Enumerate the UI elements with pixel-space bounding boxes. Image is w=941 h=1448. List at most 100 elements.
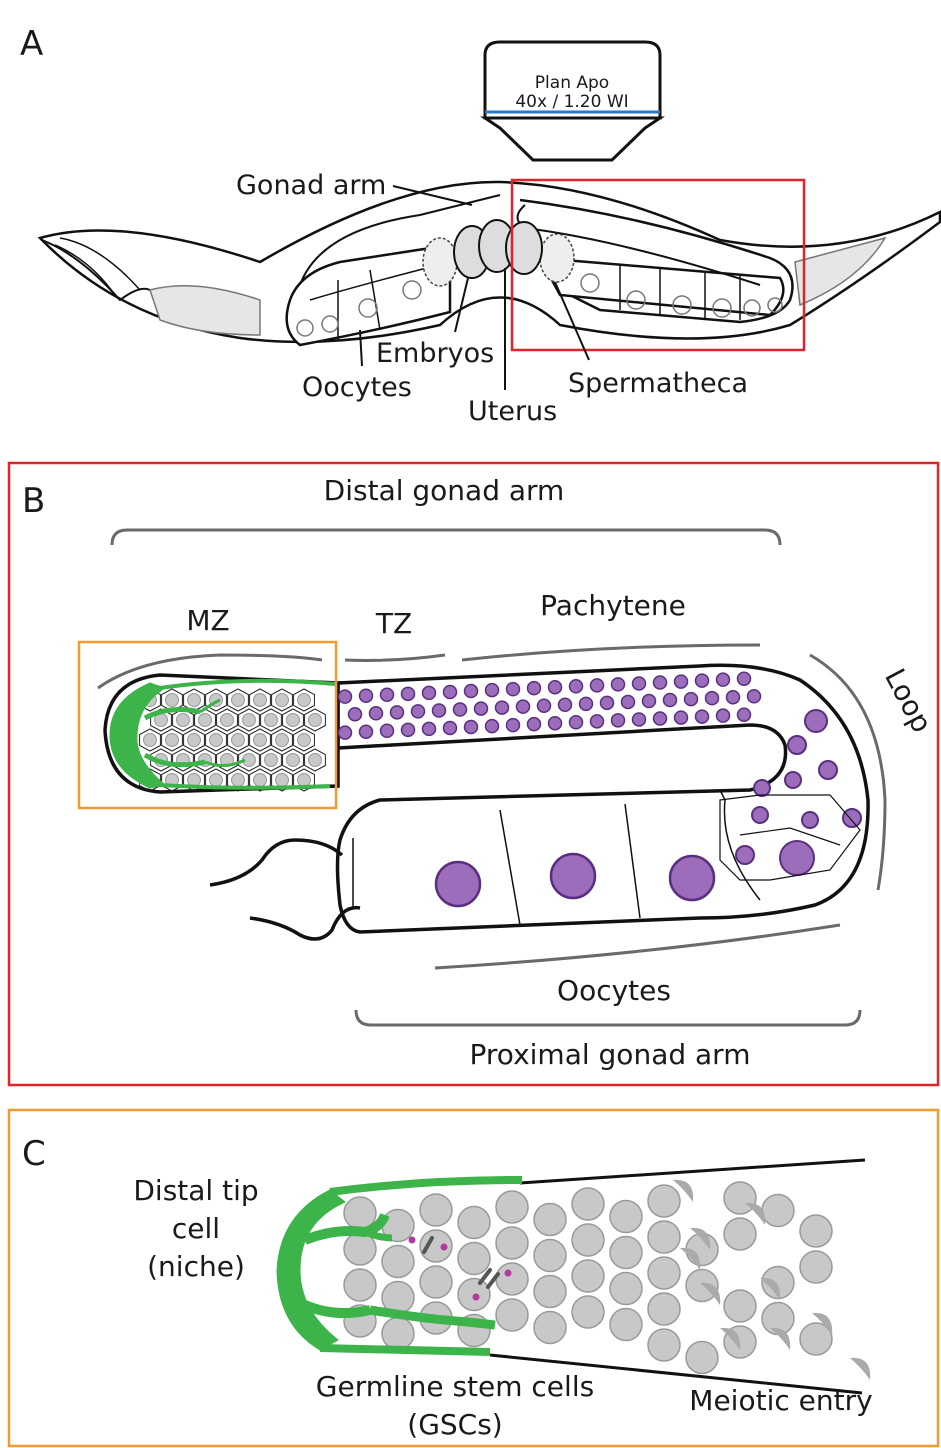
mz-cell-nucleus	[298, 774, 311, 787]
germ-cell	[458, 1243, 490, 1275]
spermatheca-left	[423, 238, 457, 286]
meiotic-cell	[538, 699, 551, 712]
meiotic-cell	[654, 676, 667, 689]
meiotic-cell	[360, 689, 373, 702]
meiotic-cell	[591, 679, 604, 692]
germ-cell	[534, 1276, 566, 1308]
label-loop: Loop	[878, 663, 939, 738]
mz-cell-nucleus	[254, 734, 267, 747]
meiotic-cell	[465, 721, 478, 734]
meiotic-cell	[402, 687, 415, 700]
mz-cell-nucleus	[298, 694, 311, 707]
meiotic-cell	[549, 681, 562, 694]
meiotic-cell	[496, 701, 509, 714]
meiotic-cell	[528, 682, 541, 695]
germ-cell	[458, 1207, 490, 1239]
meiotic-cell	[738, 708, 751, 721]
germ-cell	[610, 1201, 642, 1233]
mz-cell-nucleus	[287, 754, 300, 767]
mz-cell-nucleus	[243, 714, 256, 727]
germ-cell	[648, 1293, 680, 1325]
meiotic-cell	[444, 721, 457, 734]
meiotic-cell	[580, 697, 593, 710]
germ-cell	[572, 1296, 604, 1328]
objective-lens: Plan Apo 40x / 1.20 WI	[485, 42, 660, 160]
meiotic-cell	[643, 695, 656, 708]
meiotic-cell	[360, 725, 373, 738]
meiotic-cell	[675, 711, 688, 724]
meiotic-cell	[423, 686, 436, 699]
mz-cell-nucleus	[232, 694, 245, 707]
germ-cell	[572, 1260, 604, 1292]
meiotic-cell	[475, 702, 488, 715]
meiotic-cell	[685, 693, 698, 706]
meiotic-cell	[486, 684, 499, 697]
germ-cell	[648, 1329, 680, 1361]
meiotic-cell	[528, 718, 541, 731]
meiotic-cell	[465, 685, 478, 698]
meiotic-cell	[664, 694, 677, 707]
mz-cell-nucleus	[276, 774, 289, 787]
label-tz: TZ	[375, 607, 412, 640]
meiotic-cell	[381, 724, 394, 737]
meiotic-cell	[570, 680, 583, 693]
germ-cell	[420, 1266, 452, 1298]
meiotic-cell	[633, 713, 646, 726]
mz-cell-nucleus	[199, 714, 212, 727]
mz-cell-nucleus	[232, 774, 245, 787]
mz-cell-nucleus	[276, 734, 289, 747]
mz-cell-nucleus	[177, 714, 190, 727]
germ-cell	[724, 1218, 756, 1250]
panel-a-letter: A	[20, 24, 43, 64]
meiotic-cell	[381, 688, 394, 701]
mz-cell-nucleus	[232, 734, 245, 747]
label-spermatheca: Spermatheca	[568, 368, 748, 399]
meiotic-cell	[402, 723, 415, 736]
germ-cell	[610, 1273, 642, 1305]
label-embryos: Embryos	[376, 338, 494, 369]
meiotic-cell	[717, 673, 730, 686]
panel-c: C Distal tip cell (niche) Germl	[9, 1110, 938, 1446]
mz-cell-nucleus	[309, 714, 322, 727]
mz-cell-nucleus	[188, 694, 201, 707]
mz-cell-nucleus	[265, 754, 278, 767]
label-dtc-line3: (niche)	[147, 1250, 245, 1283]
mz-cell-nucleus	[287, 714, 300, 727]
mz-cell-nucleus	[265, 714, 278, 727]
objective-line2: 40x / 1.20 WI	[515, 92, 628, 112]
germ-cell	[648, 1257, 680, 1289]
meiotic-cell	[433, 704, 446, 717]
meiotic-cell	[423, 722, 436, 735]
label-gsc-line2: (GSCs)	[407, 1408, 502, 1441]
mz-cell-nucleus	[254, 694, 267, 707]
germ-cell	[800, 1251, 832, 1283]
mz-cell-nucleus	[166, 694, 179, 707]
germ-cell	[724, 1182, 756, 1214]
meiotic-cell	[412, 705, 425, 718]
label-meiotic-entry: Meiotic entry	[689, 1384, 872, 1417]
label-proximal-gonad-arm: Proximal gonad arm	[470, 1038, 751, 1071]
panel-b-letter: B	[22, 481, 45, 521]
meiotic-cell	[349, 708, 362, 721]
germ-cell	[686, 1342, 718, 1374]
meiotic-cell	[570, 716, 583, 729]
label-oocytes-a: Oocytes	[302, 372, 412, 403]
meiotic-cell	[654, 712, 667, 725]
mz-cell-nucleus	[188, 734, 201, 747]
germ-cell	[724, 1290, 756, 1322]
mz-cell-nucleus	[166, 734, 179, 747]
panel-c-letter: C	[22, 1134, 46, 1174]
bracket-distal	[112, 530, 780, 545]
meiotic-cell	[738, 672, 751, 685]
meiotic-cell	[507, 683, 520, 696]
meiotic-cell	[675, 675, 688, 688]
meiotic-cell	[507, 719, 520, 732]
meiotic-crescent	[850, 1358, 870, 1380]
meiotic-cell	[622, 695, 635, 708]
panel-a: A Plan Apo 40x / 1.20 WI	[20, 24, 940, 427]
label-distal-gonad-arm: Distal gonad arm	[324, 474, 565, 507]
meiotic-cell	[591, 715, 604, 728]
meiotic-cell	[612, 678, 625, 691]
germ-cell	[534, 1312, 566, 1344]
